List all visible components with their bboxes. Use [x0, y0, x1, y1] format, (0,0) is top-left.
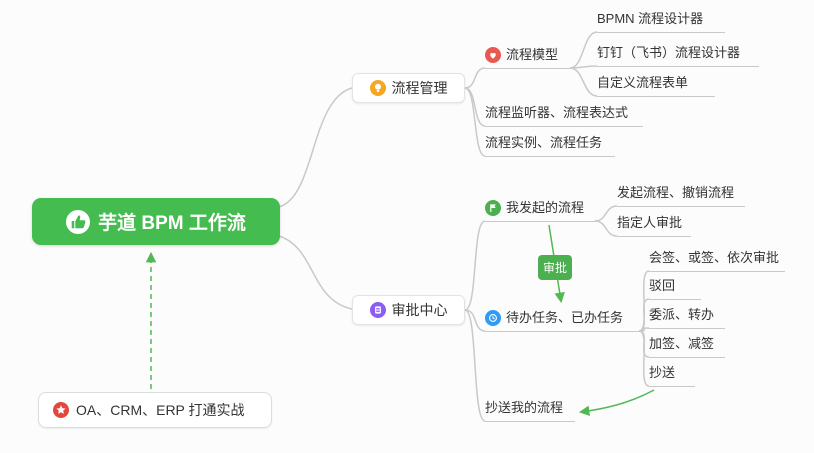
- heart-icon: [485, 47, 501, 63]
- assignee-approval-label: 指定人审批: [617, 215, 683, 230]
- node-my-initiated[interactable]: 我发起的流程: [485, 199, 595, 222]
- root-label: 芋道 BPM 工作流: [98, 213, 246, 234]
- practice-label: OA、CRM、ERP 打通实战: [76, 402, 245, 418]
- process-management-label: 流程管理: [391, 80, 448, 96]
- node-bpmn-designer[interactable]: BPMN 流程设计器: [597, 10, 725, 33]
- thumbs-up-icon: [66, 209, 91, 234]
- bpmn-designer-label: BPMN 流程设计器: [597, 11, 704, 26]
- node-add-reduce-sign[interactable]: 加签、减签: [649, 335, 725, 358]
- cc-flow-arrow: [578, 389, 655, 417]
- node-delegate-transfer[interactable]: 委派、转办: [649, 306, 725, 329]
- my-initiated-label: 我发起的流程: [506, 200, 585, 215]
- initiate-cancel-label: 发起流程、撤销流程: [617, 185, 735, 200]
- node-dingtalk-designer[interactable]: 钉钉（飞书）流程设计器: [597, 44, 759, 67]
- custom-form-label: 自定义流程表单: [597, 75, 689, 90]
- node-reject[interactable]: 驳回: [649, 277, 701, 300]
- cc-label: 抄送: [649, 365, 676, 380]
- add-reduce-sign-label: 加签、减签: [649, 336, 715, 351]
- node-process-management[interactable]: 流程管理: [352, 73, 465, 103]
- node-approval-center[interactable]: 审批中心: [352, 295, 465, 325]
- clock-icon: [485, 310, 501, 326]
- node-assignee-approval[interactable]: 指定人审批: [617, 214, 691, 237]
- node-cc-my-process[interactable]: 抄送我的流程: [485, 399, 575, 422]
- practice-node[interactable]: OA、CRM、ERP 打通实战: [38, 392, 272, 428]
- approval-relation-badge[interactable]: 审批: [538, 255, 572, 280]
- star-icon: [53, 402, 69, 418]
- process-listener-label: 流程监听器、流程表达式: [485, 105, 629, 120]
- node-todo-done-tasks[interactable]: 待办任务、已办任务: [485, 309, 639, 332]
- branch-lines: [278, 31, 650, 422]
- reject-label: 驳回: [649, 278, 676, 293]
- approval-relation-label: 审批: [542, 261, 567, 275]
- node-initiate-cancel[interactable]: 发起流程、撤销流程: [617, 184, 745, 207]
- process-instance-label: 流程实例、流程任务: [485, 135, 603, 150]
- lightbulb-icon: [369, 80, 386, 96]
- document-icon: [369, 302, 386, 318]
- countersign-label: 会签、或签、依次审批: [649, 250, 780, 265]
- todo-done-label: 待办任务、已办任务: [506, 310, 624, 325]
- process-model-label: 流程模型: [506, 47, 559, 62]
- delegate-transfer-label: 委派、转办: [649, 307, 715, 322]
- node-countersign[interactable]: 会签、或签、依次审批: [649, 249, 785, 272]
- node-process-listener[interactable]: 流程监听器、流程表达式: [485, 104, 643, 127]
- cc-my-process-label: 抄送我的流程: [485, 400, 564, 415]
- node-cc[interactable]: 抄送: [649, 364, 695, 387]
- approval-center-label: 审批中心: [391, 302, 448, 318]
- node-process-instance[interactable]: 流程实例、流程任务: [485, 134, 615, 157]
- root-node[interactable]: 芋道 BPM 工作流: [32, 198, 280, 245]
- dingtalk-designer-label: 钉钉（飞书）流程设计器: [597, 45, 741, 60]
- node-process-model[interactable]: 流程模型: [485, 46, 570, 69]
- flag-icon: [485, 200, 501, 216]
- node-custom-form[interactable]: 自定义流程表单: [597, 74, 715, 97]
